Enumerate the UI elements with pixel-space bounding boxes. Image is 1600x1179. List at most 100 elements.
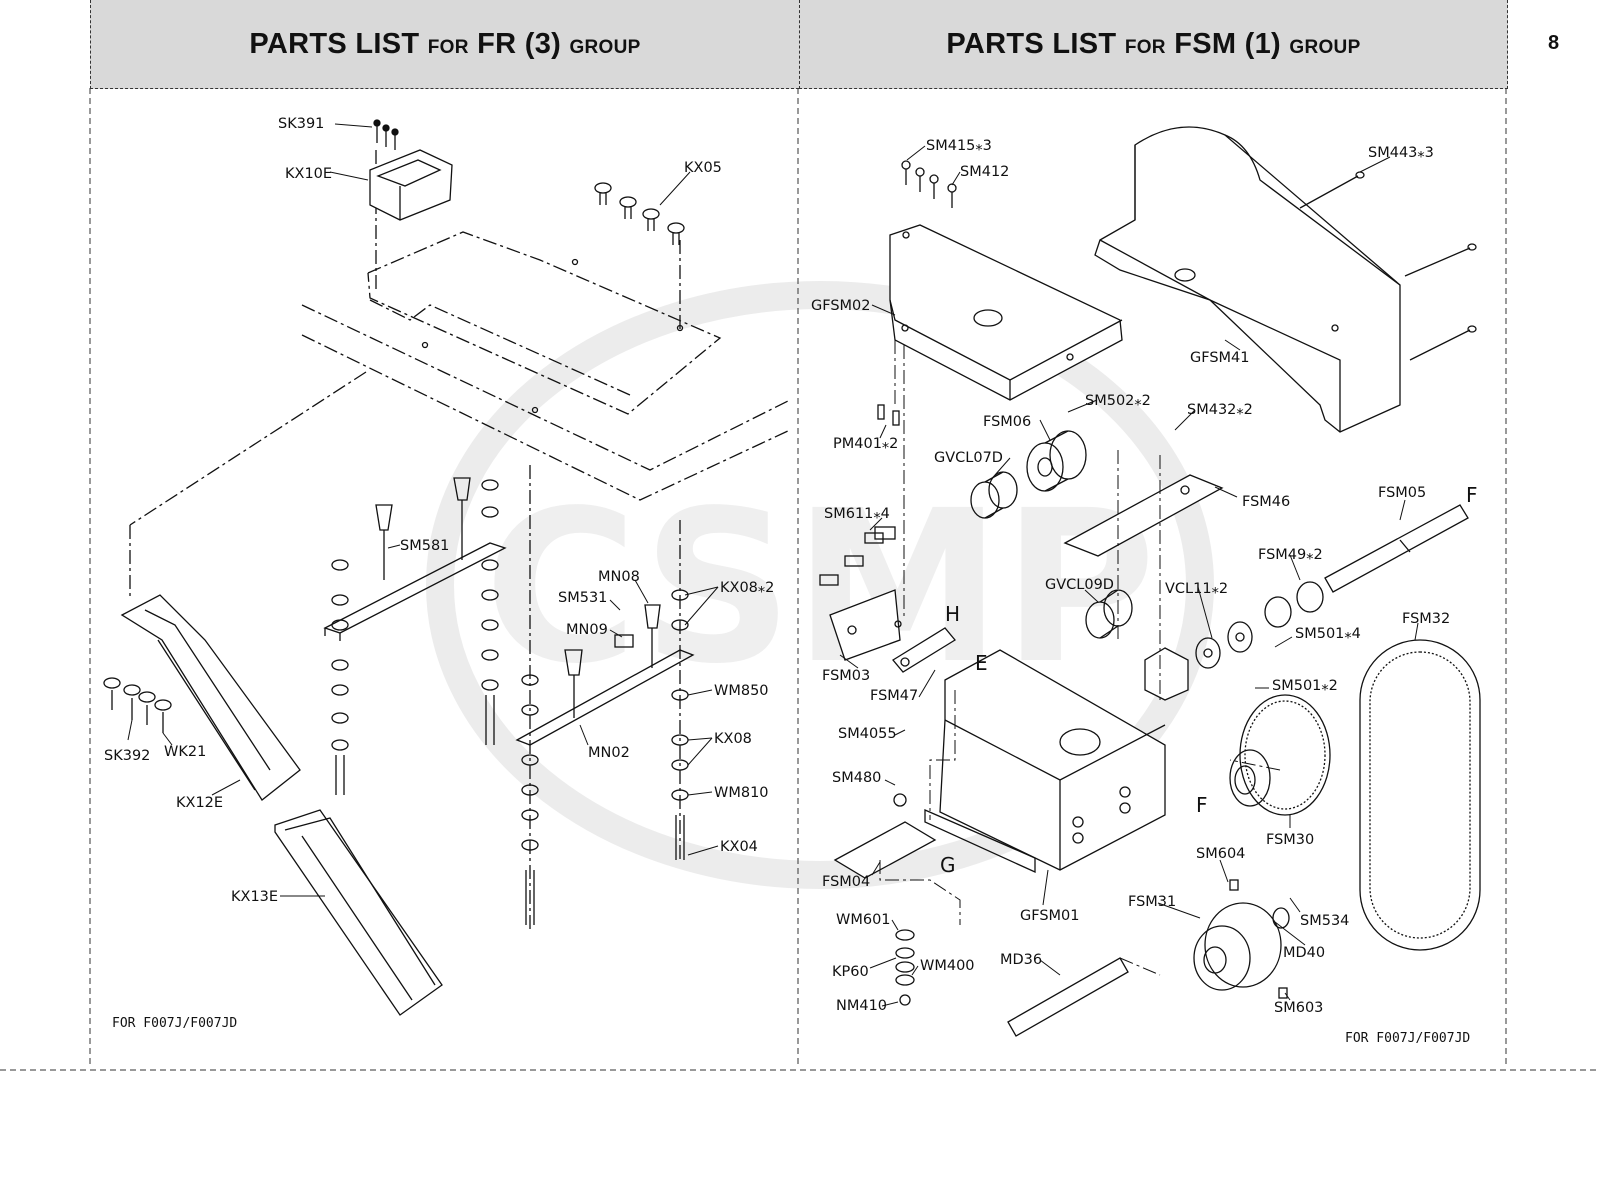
- right-footer: FOR F007J/F007JD: [1345, 1031, 1470, 1046]
- label-sk392: SK392: [104, 748, 150, 764]
- label-wm400: WM400: [920, 958, 975, 974]
- right-panel-title: PARTS LIST FOR FSM (1) GROUP: [946, 27, 1361, 60]
- label-sm415x3: SM415⁎3: [926, 138, 992, 154]
- watermark-logo: CSMP: [426, 281, 1214, 889]
- label-gvcl07d: GVCL07D: [934, 450, 1003, 466]
- label-fsm46: FSM46: [1242, 494, 1290, 510]
- label-gvcl09d: GVCL09D: [1045, 577, 1114, 593]
- label-sm502x2: SM502⁎2: [1085, 393, 1151, 409]
- part-sm611: [819, 526, 896, 586]
- label-gfsm41: GFSM41: [1190, 350, 1250, 366]
- part-kx10e: [369, 149, 453, 221]
- part-sk392-wk21: [103, 677, 172, 733]
- part-kx13e: [274, 809, 443, 1016]
- left-panel-header: PARTS LIST FOR FR (3) GROUP: [90, 0, 799, 89]
- label-kx08x2: KX08⁎2: [720, 580, 774, 596]
- part-fsm49: [1264, 581, 1324, 628]
- part-sm415-sm412: [901, 160, 957, 208]
- label-fsm32: FSM32: [1402, 611, 1450, 627]
- part-pm401: [877, 404, 900, 426]
- page-number: 8: [1548, 32, 1560, 54]
- label-fsm49x2: FSM49⁎2: [1258, 547, 1323, 563]
- label-fsm05: FSM05: [1378, 485, 1426, 501]
- label-sm443x3: SM443⁎3: [1368, 145, 1434, 161]
- part-gvcl07d: [970, 471, 1018, 519]
- part-fsm46: [1063, 474, 1224, 557]
- label-kx13e: KX13E: [231, 889, 278, 905]
- part-vcl11: [1195, 621, 1253, 669]
- label-h: H: [945, 602, 960, 626]
- label-md36: MD36: [1000, 952, 1042, 968]
- washer-stacks: [331, 479, 689, 925]
- label-fsm04: FSM04: [822, 874, 870, 890]
- part-sk391: [373, 119, 399, 150]
- label-gfsm01: GFSM01: [1020, 908, 1080, 924]
- part-kx12e: [120, 594, 301, 801]
- label-mn09: MN09: [566, 622, 608, 638]
- label-mn02: MN02: [588, 745, 630, 761]
- label-vcl11x2: VCL11⁎2: [1165, 581, 1228, 597]
- part-gfsm01: [924, 647, 1189, 874]
- label-sm432x2: SM432⁎2: [1187, 402, 1253, 418]
- right-panel-header: PARTS LIST FOR FSM (1) GROUP: [799, 0, 1508, 89]
- label-fsm31: FSM31: [1128, 894, 1176, 910]
- label-fsm06: FSM06: [983, 414, 1031, 430]
- part-sm443: [1299, 171, 1477, 361]
- part-fsm47: [892, 627, 956, 673]
- label-sm501x2: SM501⁎2: [1272, 678, 1338, 694]
- left-footer: FOR F007J/F007JD: [112, 1016, 237, 1031]
- part-fsm32: [1359, 639, 1481, 951]
- label-md40: MD40: [1283, 945, 1325, 961]
- watermark-text: CSMP: [484, 465, 1156, 710]
- label-sm581: SM581: [400, 538, 449, 554]
- label-wm601: WM601: [836, 912, 891, 928]
- part-fsm06: [1026, 430, 1087, 492]
- label-f-pulley: F: [1196, 793, 1208, 817]
- assembly-lines: [879, 340, 1281, 976]
- label-fsm30: FSM30: [1266, 832, 1314, 848]
- label-wm850: WM850: [714, 683, 769, 699]
- label-gfsm02: GFSM02: [811, 298, 871, 314]
- label-e: E: [975, 651, 988, 675]
- label-sm501x4: SM501⁎4: [1295, 626, 1361, 642]
- part-kx05: [594, 182, 685, 245]
- label-kx08: KX08: [714, 731, 752, 747]
- part-washer-stack-bottom: [895, 929, 915, 1006]
- left-labels: SK391 KX10E KX05 SM581 MN08 SM531 MN09 K…: [104, 116, 774, 1031]
- label-wk21: WK21: [164, 744, 206, 760]
- leader-lines-right: [839, 145, 1419, 1007]
- part-fsm05: [1324, 504, 1469, 593]
- right-labels: SM415⁎3 SM412 SM443⁎3 GFSM02 GFSM41 SM50…: [811, 138, 1478, 1046]
- panel-frame: [0, 88, 1600, 1071]
- part-mn02-bracket: [515, 604, 695, 746]
- label-sm531: SM531: [558, 590, 607, 606]
- label-kx05: KX05: [684, 160, 722, 176]
- label-pm401x2: PM401⁎2: [833, 436, 898, 452]
- label-sm603: SM603: [1274, 1000, 1323, 1016]
- part-gfsm02: [889, 224, 1123, 401]
- part-fsm31: [1193, 879, 1290, 999]
- label-sm480: SM480: [832, 770, 881, 786]
- part-gfsm41: [1094, 126, 1401, 433]
- fsm-group-drawing: [819, 126, 1481, 1037]
- label-fsm47: FSM47: [870, 688, 918, 704]
- part-sm581-bracket: [323, 477, 507, 641]
- label-kx10e: KX10E: [285, 166, 332, 182]
- part-md36: [1007, 957, 1129, 1037]
- label-wm810: WM810: [714, 785, 769, 801]
- label-sm534: SM534: [1300, 913, 1349, 929]
- leader-lines-left: [127, 123, 719, 897]
- label-kx04: KX04: [720, 839, 758, 855]
- part-fsm03: [829, 589, 902, 661]
- label-mn08: MN08: [598, 569, 640, 585]
- fr-group-drawing: [103, 119, 791, 1016]
- left-panel-title: PARTS LIST FOR FR (3) GROUP: [249, 27, 641, 60]
- label-sm412: SM412: [960, 164, 1009, 180]
- label-sm611x4: SM611⁎4: [824, 506, 890, 522]
- label-f-shaft: F: [1466, 483, 1478, 507]
- label-fsm03: FSM03: [822, 668, 870, 684]
- part-fsm30: [1229, 694, 1331, 816]
- label-kx12e: KX12E: [176, 795, 223, 811]
- label-sm4055: SM4055: [838, 726, 897, 742]
